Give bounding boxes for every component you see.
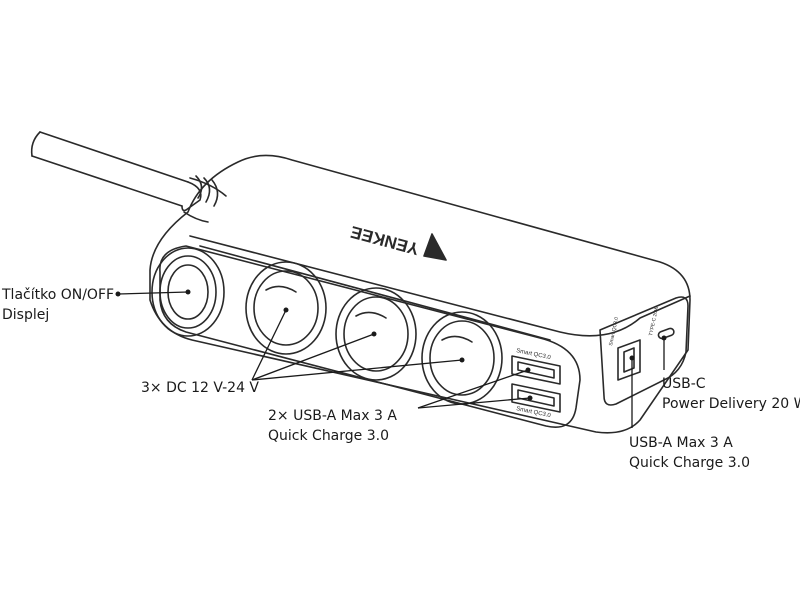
brand-logo-text: YENKEE [349,222,421,258]
leader-dc-1 [251,309,287,381]
yenkee-logo-icon [423,233,447,261]
cable-strain-relief [195,175,219,207]
callout-usbc-line2: Power Delivery 20 W [662,396,800,412]
callout-usb-a-side: USB-A Max 3 A Quick Charge 3.0 [629,433,750,473]
callout-usbc-line1: USB-C [662,376,706,392]
side-usb-a-port [617,339,641,381]
side-usb-port-label: Smart QC3.0 [608,316,620,346]
dc-socket-1 [245,261,327,355]
callout-button-line1: Tlačítko ON/OFF [2,287,115,303]
callout-usba-dual-line2: Quick Charge 3.0 [268,428,389,444]
callout-on-off-button: Tlačítko ON/OFF Displej [2,285,114,325]
usb-top-port-label: Smart QC3.0 [516,348,552,361]
front-panel [159,245,581,428]
callout-usb-a-dual: 2× USB-A Max 3 A Quick Charge 3.0 [268,406,397,446]
callout-usba-side-line2: Quick Charge 3.0 [629,455,750,471]
dc-socket-2 [335,287,417,381]
usb-a-port-top [511,355,561,385]
callout-usba-side-line1: USB-A Max 3 A [629,435,733,451]
callout-dc-line1: 3× DC 12 V-24 V [141,380,260,396]
leader-usba-top [417,369,529,409]
leader-button [117,291,189,295]
side-typec-port-label: TYPE-C 20W [648,306,660,337]
callout-usba-dual-line1: 2× USB-A Max 3 A [268,408,397,424]
leader-usba-bottom [417,397,531,409]
callout-button-line2: Displej [2,307,50,323]
leader-dc-3 [251,359,463,381]
callout-dc-sockets: 3× DC 12 V-24 V [141,378,259,398]
side-panel [599,296,689,406]
callout-usb-c: USB-C Power Delivery 20 W [662,374,800,414]
charger-body [149,154,691,434]
side-usb-c-port [657,327,675,340]
leader-dc-2 [251,333,375,381]
usb-a-port-bottom [511,383,561,413]
